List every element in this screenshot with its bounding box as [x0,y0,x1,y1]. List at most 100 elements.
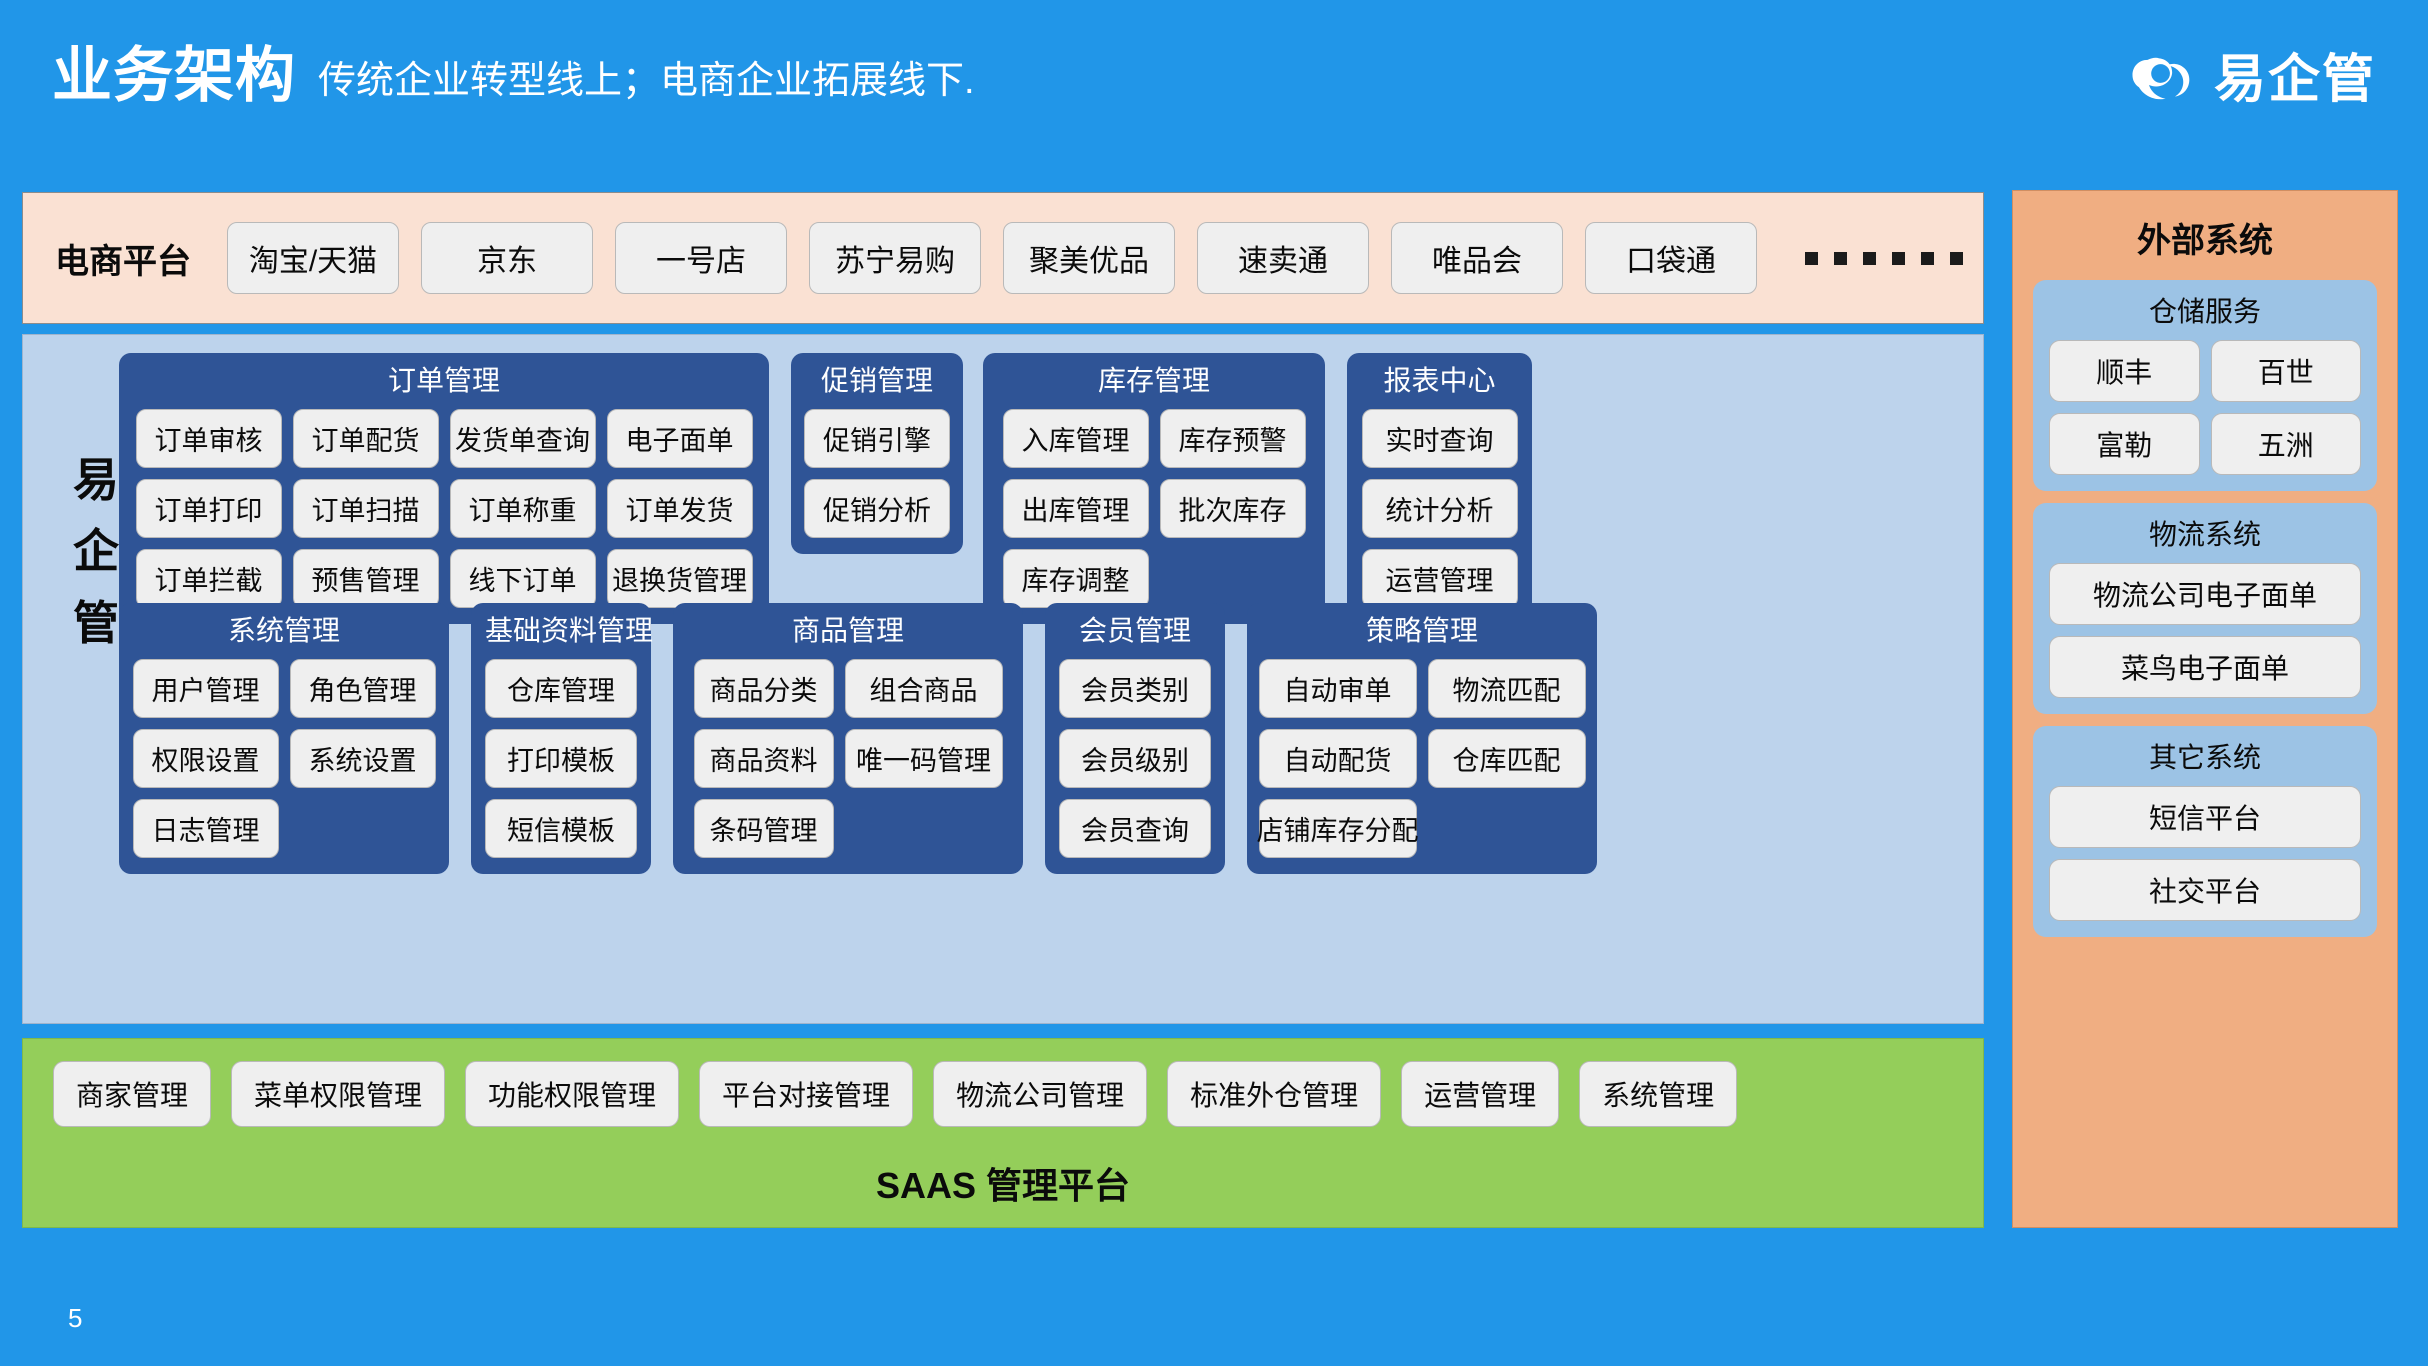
module-chip[interactable]: 入库管理 [1002,409,1149,469]
module-chip[interactable]: 线下订单 [449,549,596,609]
group-title: 促销管理 [820,365,933,396]
group-title: 库存管理 [1097,365,1210,396]
module-chip[interactable]: 订单打印 [135,479,282,539]
group-items: 促销引擎 促销分析 [804,409,950,539]
group-title: 基础资料管理 [485,615,654,646]
module-chip[interactable]: 权限设置 [132,729,279,789]
external-chip[interactable]: 短信平台 [2049,786,2361,848]
module-chip[interactable]: 退换货管理 [606,549,753,609]
more-platforms-ellipsis-icon [1805,251,1963,265]
module-chip[interactable]: 商品资料 [693,729,834,789]
saas-chip[interactable]: 物流公司管理 [933,1061,1148,1127]
group-items: 入库管理 库存预警 出库管理 批次库存 库存调整 [997,409,1311,609]
external-chip[interactable]: 百世 [2210,340,2361,402]
platform-chip[interactable]: 苏宁易购 [809,222,981,294]
module-chip[interactable]: 订单拦截 [135,549,282,609]
group-items: 订单审核 订单配货 发货单查询 电子面单 订单打印 订单扫描 订单称重 订单发货… [133,409,755,609]
module-chip[interactable]: 仓库管理 [485,659,637,719]
module-group-product-management: 商品管理 商品分类 组合商品 商品资料 唯一码管理 条码管理 [673,603,1023,875]
module-chip[interactable]: 促销引擎 [804,409,950,469]
module-chip[interactable]: 用户管理 [132,659,279,719]
module-group-member-management: 会员管理 会员类别 会员级别 会员查询 [1045,603,1225,875]
platform-chip[interactable]: 一号店 [615,222,787,294]
module-chip[interactable]: 组合商品 [844,659,1003,719]
group-title: 订单管理 [387,365,500,396]
saas-chip[interactable]: 平台对接管理 [699,1061,914,1127]
module-group-basic-data-management: 基础资料管理 仓库管理 打印模板 短信模板 [471,603,654,875]
cloud-logo-icon [2132,57,2190,100]
module-chip[interactable]: 店铺库存分配 [1257,799,1419,859]
group-items: 短信平台 社交平台 [2049,786,2361,921]
core-label-char: 管 [73,596,119,649]
core-label-char: 企 [73,525,119,578]
module-chip[interactable]: 日志管理 [132,799,279,859]
module-chip[interactable]: 商品分类 [693,659,834,719]
external-group-other-systems: 其它系统 短信平台 社交平台 [2033,726,2377,937]
module-chip[interactable]: 库存预警 [1159,409,1306,469]
group-items: 商品分类 组合商品 商品资料 唯一码管理 条码管理 [687,659,1009,859]
external-group-logistics-system: 物流系统 物流公司电子面单 菜鸟电子面单 [2033,503,2377,714]
group-title: 系统管理 [227,615,340,646]
saas-chip[interactable]: 菜单权限管理 [231,1061,446,1127]
module-chip[interactable]: 订单配货 [292,409,439,469]
module-chip[interactable]: 会员级别 [1059,729,1211,789]
module-chip[interactable]: 订单发货 [606,479,753,539]
external-chip[interactable]: 物流公司电子面单 [2049,563,2361,625]
module-chip[interactable]: 发货单查询 [449,409,596,469]
module-chip[interactable]: 订单扫描 [292,479,439,539]
group-items: 物流公司电子面单 菜鸟电子面单 [2049,563,2361,698]
module-chip[interactable]: 电子面单 [606,409,753,469]
group-items: 用户管理 角色管理 权限设置 系统设置 日志管理 [132,659,436,859]
external-chip[interactable]: 顺丰 [2049,340,2200,402]
module-chip[interactable]: 自动审单 [1258,659,1417,719]
platform-chip[interactable]: 唯品会 [1391,222,1563,294]
platform-chip[interactable]: 口袋通 [1585,222,1757,294]
platform-chip[interactable]: 京东 [421,222,593,294]
external-chip[interactable]: 富勒 [2049,413,2200,475]
module-chip[interactable]: 自动配货 [1258,729,1417,789]
module-chip[interactable]: 统计分析 [1361,479,1518,539]
platform-chip[interactable]: 淘宝/天猫 [227,222,399,294]
module-chip[interactable]: 实时查询 [1361,409,1518,469]
module-chip[interactable]: 唯一码管理 [844,729,1003,789]
saas-chip[interactable]: 运营管理 [1401,1061,1560,1127]
module-chip[interactable]: 批次库存 [1159,479,1306,539]
module-chip[interactable]: 仓库匹配 [1427,729,1586,789]
external-group-warehouse-service: 仓储服务 顺丰 百世 富勒 五洲 [2033,280,2377,491]
group-title: 策略管理 [1365,615,1478,646]
module-chip[interactable]: 订单称重 [449,479,596,539]
module-chip[interactable]: 出库管理 [1002,479,1149,539]
module-chip[interactable]: 系统设置 [289,729,436,789]
module-group-report-center: 报表中心 实时查询 统计分析 运营管理 [1347,353,1532,625]
group-items: 实时查询 统计分析 运营管理 [1361,409,1518,609]
module-chip[interactable]: 预售管理 [292,549,439,609]
external-chip[interactable]: 菜鸟电子面单 [2049,636,2361,698]
module-chip[interactable]: 促销分析 [804,479,950,539]
saas-chip[interactable]: 商家管理 [53,1061,212,1127]
module-group-order-management: 订单管理 订单审核 订单配货 发货单查询 电子面单 订单打印 订单扫描 订单称重… [119,353,769,625]
platform-chip[interactable]: 速卖通 [1197,222,1369,294]
external-chip[interactable]: 社交平台 [2049,859,2361,921]
external-chip[interactable]: 五洲 [2210,413,2361,475]
module-chip[interactable]: 物流匹配 [1427,659,1586,719]
module-chip[interactable]: 角色管理 [289,659,436,719]
module-chip[interactable]: 会员类别 [1059,659,1211,719]
core-product-section: 易 企 管 订单管理 订单审核 订单配货 发货单查询 电子面单 订单打印 订单扫… [22,334,1984,1024]
saas-chip[interactable]: 标准外仓管理 [1167,1061,1382,1127]
module-group-strategy-management: 策略管理 自动审单 物流匹配 自动配货 仓库匹配 店铺库存分配 [1247,603,1597,875]
module-chip[interactable]: 会员查询 [1059,799,1211,859]
slide-header: 业务架构 传统企业转型线上；电商企业拓展线下. 易企管 [0,0,2428,178]
module-chip[interactable]: 条码管理 [693,799,834,859]
saas-chip[interactable]: 功能权限管理 [465,1061,680,1127]
group-items: 顺丰 百世 富勒 五洲 [2049,340,2361,475]
module-chip[interactable]: 库存调整 [1002,549,1149,609]
group-title: 报表中心 [1383,365,1496,396]
module-chip[interactable]: 打印模板 [485,729,637,789]
module-chip[interactable]: 订单审核 [135,409,282,469]
module-chip[interactable]: 短信模板 [485,799,637,859]
saas-chip[interactable]: 系统管理 [1579,1061,1738,1127]
saas-section-title: SAAS 管理平台 [875,1165,1131,1206]
module-chip[interactable]: 运营管理 [1361,549,1518,609]
platform-chip[interactable]: 聚美优品 [1003,222,1175,294]
group-title: 会员管理 [1078,615,1191,646]
